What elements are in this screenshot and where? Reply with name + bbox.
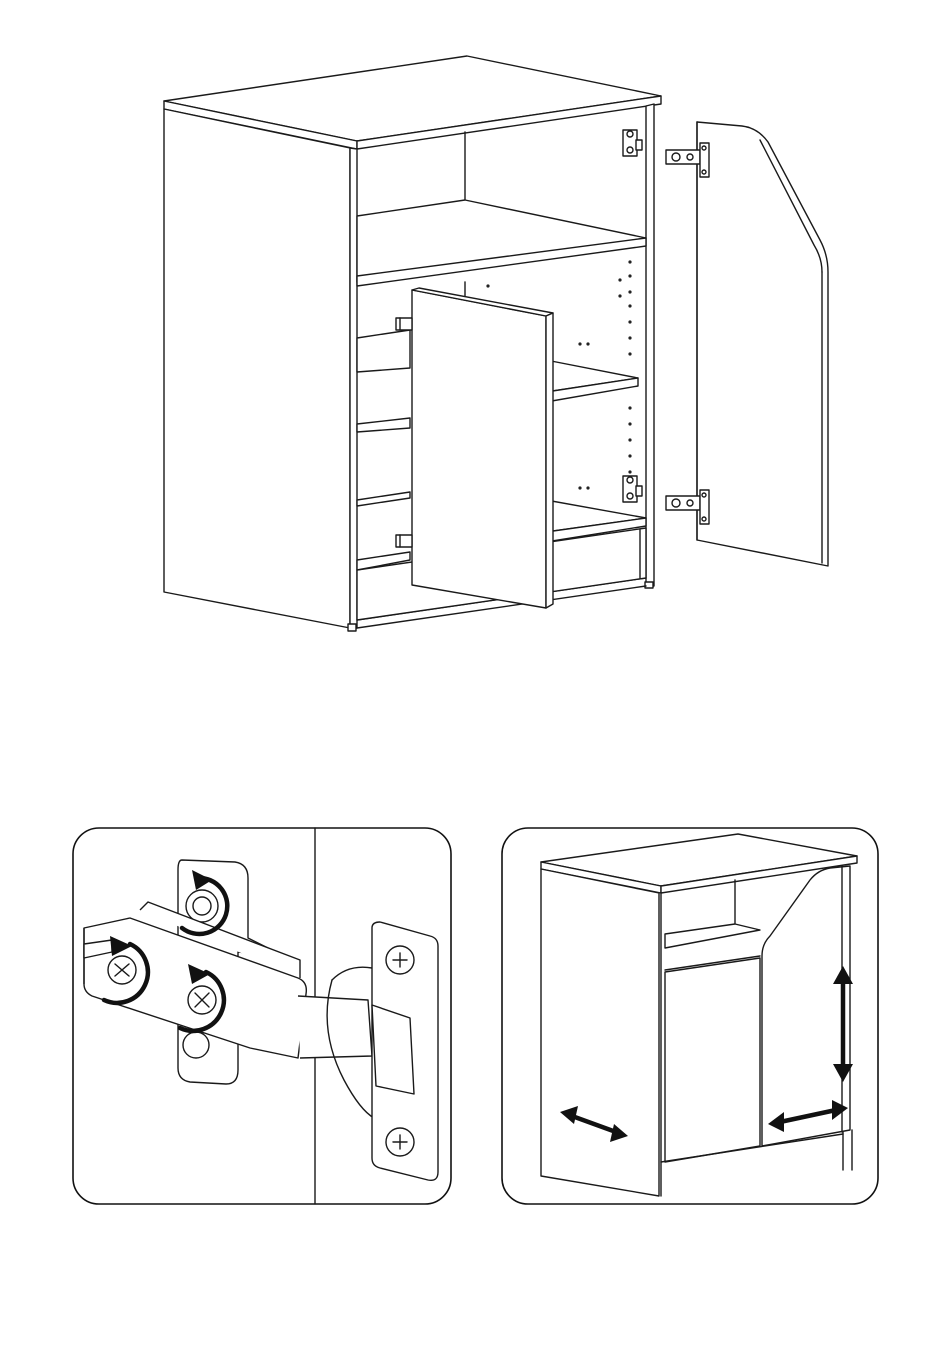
door-adjustment-directions (502, 828, 878, 1204)
right-door (697, 122, 828, 566)
cabinet-exploded-view (164, 56, 828, 631)
left-door (396, 288, 553, 608)
fixed-shelf (357, 200, 646, 286)
cabinet-right-side (645, 104, 654, 588)
cabinet-left-side (164, 109, 357, 631)
hinge-door-plate (372, 922, 438, 1180)
hinge-top (623, 130, 709, 177)
hinge-adjustment-detail (73, 828, 451, 1204)
